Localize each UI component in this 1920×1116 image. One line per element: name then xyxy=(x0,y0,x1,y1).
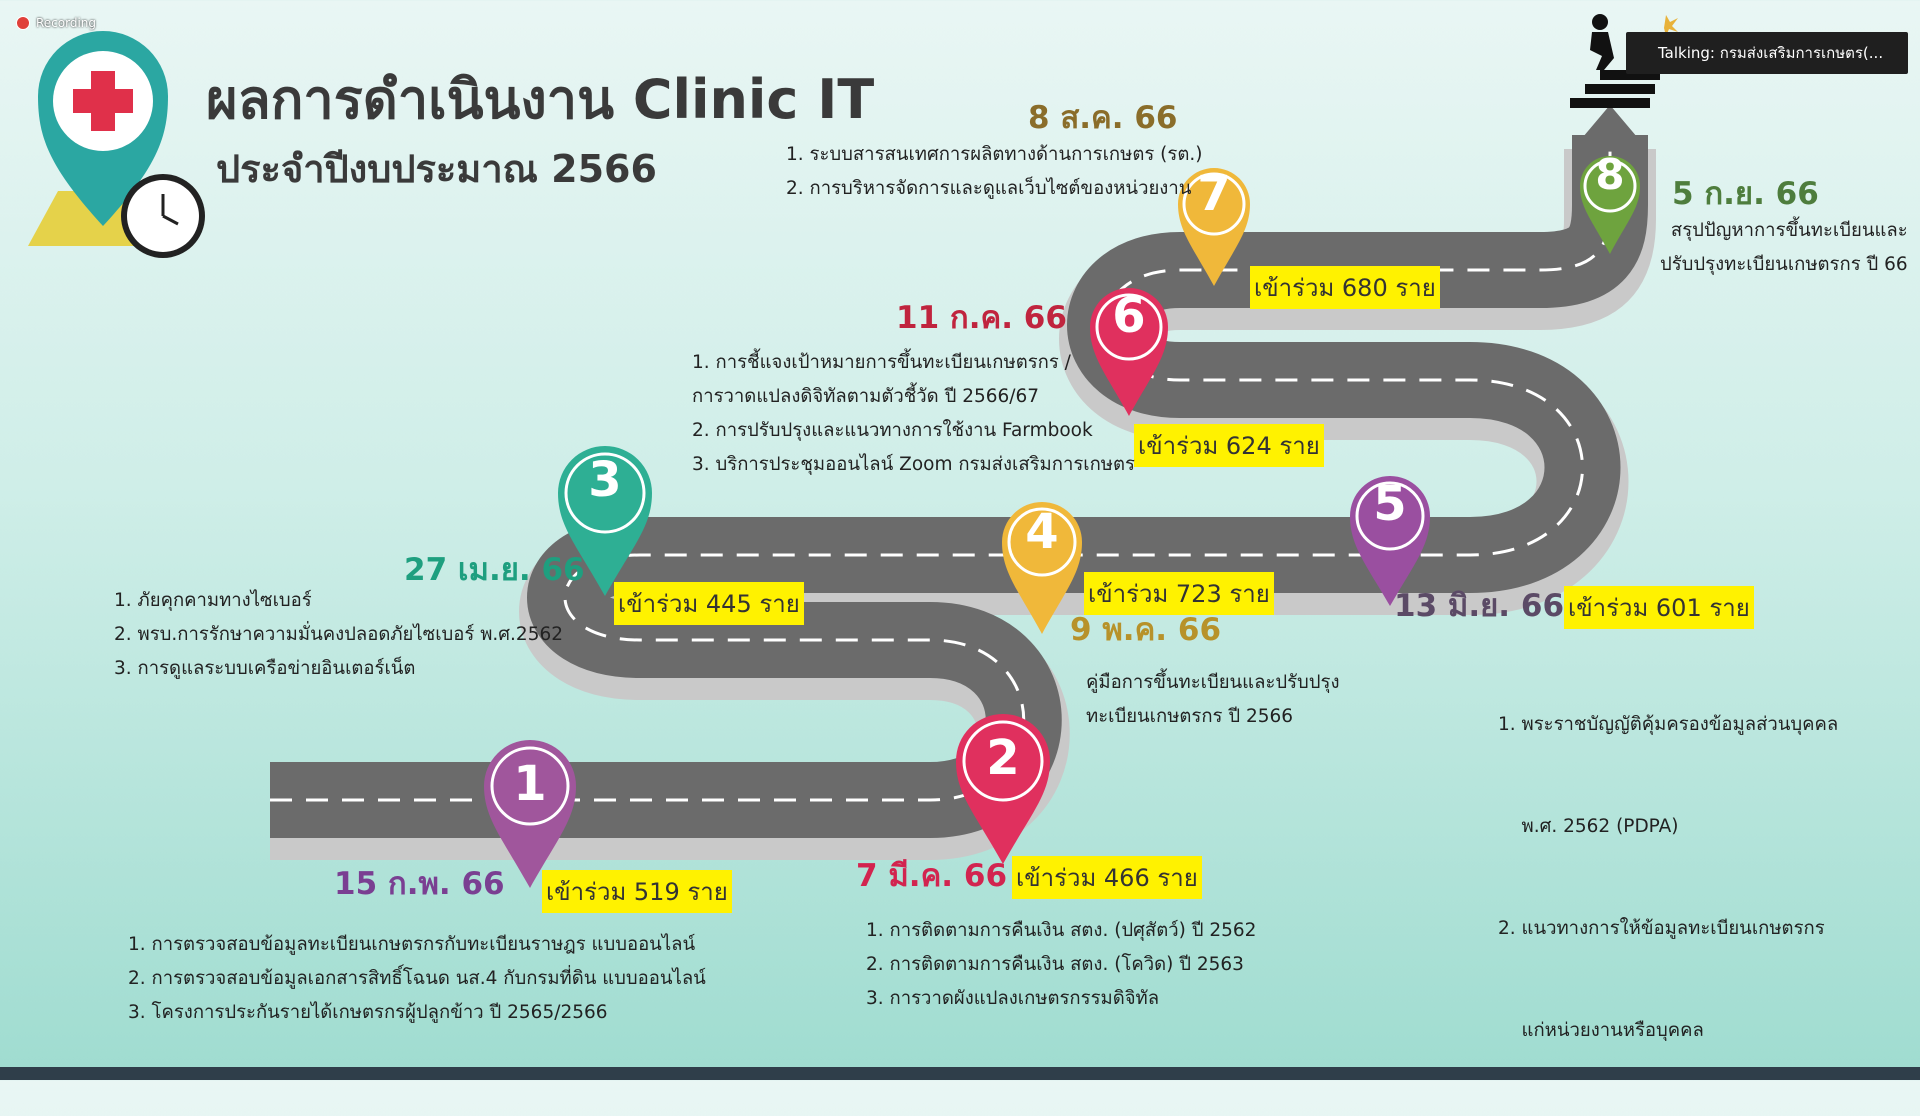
milestone-pin-3: 3 xyxy=(556,444,654,596)
milestone-pin-1: 1 xyxy=(482,738,578,888)
map-pin-icon xyxy=(1090,288,1168,416)
topic-item: 3. โครงการประกันรายได้เกษตรกรผู้ปลูกข้าว… xyxy=(128,1002,608,1023)
topic-list-4: คู่มือการขึ้นทะเบียนและปรับปรุง ทะเบียนเ… xyxy=(1086,666,1340,734)
pin-number: 6 xyxy=(1112,288,1146,344)
page-subtitle: ประจำปีงบประมาณ 2566 xyxy=(216,147,657,191)
topic-list-2: 1. การติดตามการคืนเงิน สตง. (ปศุสัตว์) ป… xyxy=(866,914,1256,1016)
milestone-pin-2: 2 xyxy=(954,712,1052,864)
topic-item: 3. การดูแลระบบเครือข่ายอินเตอร์เน็ต xyxy=(114,658,416,679)
participants-badge-1: เข้าร่วม 519 ราย xyxy=(542,870,732,913)
talking-indicator: Talking: กรมส่งเสริมการเกษตร(... xyxy=(1626,32,1908,74)
topic-item: 2. การบริหารจัดการและดูแลเว็บไซต์ของหน่ว… xyxy=(786,178,1192,199)
topic-item: 2. การตรวจสอบข้อมูลเอกสารสิทธิ์โฉนด นส.4… xyxy=(128,968,706,989)
pin-number: 3 xyxy=(588,452,622,508)
recording-label: Recording xyxy=(36,16,97,30)
map-pin-icon xyxy=(1350,476,1430,606)
milestone-date-4: 9 พ.ค. 66 xyxy=(1070,612,1222,648)
topic-item: 1. พระราชบัญญัติคุ้มครองข้อมูลส่วนบุคคล xyxy=(1498,714,1839,735)
topic-list-5: 1. พระราชบัญญัติคุ้มครองข้อมูลส่วนบุคคล … xyxy=(1498,640,1838,1116)
milestone-pin-5: 5 xyxy=(1348,474,1432,606)
clinic-logo xyxy=(28,31,205,258)
participants-badge-3: เข้าร่วม 445 ราย xyxy=(614,582,804,625)
milestone-date-8: 5 ก.ย. 66 xyxy=(1672,176,1819,212)
topic-item: คู่มือการขึ้นทะเบียนและปรับปรุง xyxy=(1086,672,1340,693)
topic-list-1: 1. การตรวจสอบข้อมูลทะเบียนเกษตรกรกับทะเบ… xyxy=(128,928,706,1030)
timeline-road xyxy=(270,105,1656,860)
pin-number: 5 xyxy=(1373,476,1407,532)
topic-item: 2. การติดตามการคืนเงิน สตง. (โควิด) ปี 2… xyxy=(866,954,1244,975)
topic-item: 1. การชี้แจงเป้าหมายการขึ้นทะเบียนเกษตรก… xyxy=(692,352,1071,373)
milestone-pin-8: 8 xyxy=(1578,150,1642,254)
topic-item: สรุปปัญหาการขึ้นทะเบียนและ xyxy=(1670,220,1908,241)
milestone-date-5: 13 มิ.ย. 66 xyxy=(1394,588,1565,624)
topic-item: 1. ภัยคุกคามทางไซเบอร์ xyxy=(114,590,312,611)
topic-item: การวาดแปลงดิจิทัลตามตัวชี้วัด ปี 2566/67 xyxy=(692,386,1040,407)
topic-item: พ.ศ. 2562 (PDPA) xyxy=(1498,816,1679,837)
runner-steps-icon xyxy=(1570,14,1678,108)
topic-list-8: สรุปปัญหาการขึ้นทะเบียนและ ปรับปรุงทะเบี… xyxy=(1660,214,1908,282)
milestone-date-2: 7 มี.ค. 66 xyxy=(856,858,1008,894)
pin-number: 4 xyxy=(1025,504,1059,560)
participants-badge-2: เข้าร่วม 466 ราย xyxy=(1012,856,1202,899)
pin-number: 2 xyxy=(986,730,1020,786)
slide: Recording Talking: กรมส่งเสริมการเกษตร(.… xyxy=(16,14,1908,1041)
map-pin-icon xyxy=(1002,502,1082,634)
topic-item: ปรับปรุงทะเบียนเกษตรกร ปี 66 xyxy=(1660,254,1908,275)
pin-number: 7 xyxy=(1197,166,1231,222)
recording-indicator: Recording xyxy=(16,16,96,30)
topic-item: ทะเบียนเกษตรกร ปี 2566 xyxy=(1086,706,1294,727)
participants-badge-7: เข้าร่วม 680 ราย xyxy=(1250,266,1440,309)
topic-item: 3. บริการประชุมออนไลน์ Zoom กรมส่งเสริมก… xyxy=(692,454,1135,475)
topic-item: 2. การปรับปรุงและแนวทางการใช้งาน Farmboo… xyxy=(692,420,1093,441)
topic-item: 1. การตรวจสอบข้อมูลทะเบียนเกษตรกรกับทะเบ… xyxy=(128,934,696,955)
topic-item: 1. ระบบสารสนเทศการผลิตทางด้านการเกษตร (ร… xyxy=(786,144,1203,165)
topic-list-6: 1. การชี้แจงเป้าหมายการขึ้นทะเบียนเกษตรก… xyxy=(692,346,1135,482)
milestone-pin-7: 7 xyxy=(1176,166,1252,286)
map-pin-icon xyxy=(558,446,652,596)
topic-item: แก่หน่วยงานหรือบุคคล xyxy=(1498,1020,1704,1041)
milestone-pin-6: 6 xyxy=(1088,286,1170,416)
milestone-date-7: 8 ส.ค. 66 xyxy=(1028,100,1178,136)
page-title: ผลการดำเนินงาน Clinic IT xyxy=(206,68,875,131)
participants-badge-6: เข้าร่วม 624 ราย xyxy=(1134,424,1324,467)
map-pin-icon xyxy=(956,714,1050,864)
topic-item: 1. การติดตามการคืนเงิน สตง. (ปศุสัตว์) ป… xyxy=(866,920,1257,941)
map-pin-icon xyxy=(1580,156,1640,254)
milestone-date-6: 11 ก.ค. 66 xyxy=(896,300,1067,336)
bottom-bar xyxy=(0,1067,1920,1080)
map-pin-icon xyxy=(1178,168,1250,286)
milestone-date-1: 15 ก.พ. 66 xyxy=(334,866,505,902)
topic-list-3: 1. ภัยคุกคามทางไซเบอร์ 2. พรบ.การรักษาคว… xyxy=(114,584,563,686)
pin-number: 8 xyxy=(1595,150,1625,199)
topic-list-7: 1. ระบบสารสนเทศการผลิตทางด้านการเกษตร (ร… xyxy=(786,138,1202,206)
participants-badge-5: เข้าร่วม 601 ราย xyxy=(1564,586,1754,629)
record-dot-icon xyxy=(16,16,30,30)
topic-item: 2. แนวทางการให้ข้อมูลทะเบียนเกษตรกร xyxy=(1498,918,1825,939)
topic-item: 3. การวาดผังแปลงเกษตรกรรมดิจิทัล xyxy=(866,988,1160,1009)
milestone-date-3: 27 เม.ย. 66 xyxy=(404,552,585,588)
map-pin-icon xyxy=(484,740,576,888)
topic-item: 2. พรบ.การรักษาความมั่นคงปลอดภัยไซเบอร์ … xyxy=(114,624,564,645)
participants-badge-4: เข้าร่วม 723 ราย xyxy=(1084,572,1274,615)
pin-number: 1 xyxy=(513,756,547,812)
milestone-pin-4: 4 xyxy=(1000,500,1084,634)
